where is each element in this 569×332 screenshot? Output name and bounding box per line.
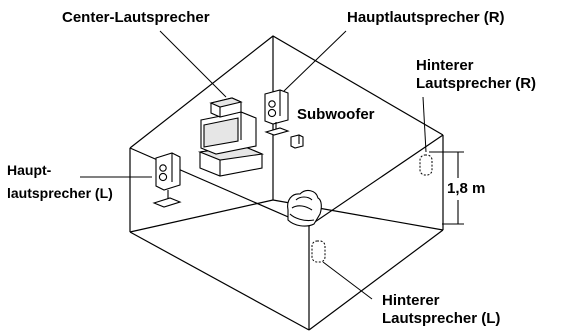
main-right-speaker-box	[264, 89, 289, 125]
label-main-left-line1: Haupt-	[7, 162, 52, 178]
label-rear-left: Hinterer Lautsprecher (L)	[382, 292, 500, 328]
label-height: 1,8 m	[447, 180, 485, 198]
label-subwoofer: Subwoofer	[297, 106, 375, 124]
label-center-speaker-text: Center-Lautsprecher	[62, 9, 210, 26]
tv-set	[197, 97, 265, 177]
armchair	[287, 189, 322, 227]
armchair-front	[289, 213, 315, 222]
height-dimension	[429, 151, 464, 225]
leader-main-right	[283, 30, 347, 92]
label-height-text: 1,8 m	[447, 180, 486, 197]
rear-left-speaker	[311, 240, 326, 263]
label-main-left: Haupt- lautsprecher (L)	[7, 162, 113, 202]
leader-rear-left	[322, 261, 373, 300]
label-rear-right: Hinterer Lautsprecher (R)	[416, 57, 536, 93]
room-floor-left-edge	[129, 231, 310, 331]
main-left-woofer	[158, 172, 168, 182]
armchair-back	[295, 196, 313, 201]
rear-right-speaker	[419, 154, 433, 176]
label-rear-right-line2: Lautsprecher (R)	[416, 75, 537, 92]
label-rear-right-line1: Hinterer	[416, 57, 474, 74]
main-left-stand-base	[152, 197, 182, 208]
main-right-speaker	[264, 89, 290, 136]
label-main-right-text: Hauptlautsprecher (R)	[347, 9, 505, 26]
leader-center	[159, 30, 227, 98]
main-right-tweeter	[268, 100, 276, 108]
leader-rear-right	[422, 96, 427, 153]
main-left-speaker	[152, 152, 182, 208]
leader-lines	[80, 30, 427, 300]
label-rear-left-line1: Hinterer	[382, 292, 440, 309]
center-speaker-top	[209, 97, 243, 108]
label-subwoofer-text: Subwoofer	[297, 106, 375, 123]
main-right-woofer	[267, 108, 277, 118]
armchair-seat	[291, 205, 313, 211]
room-floor-back-left	[129, 199, 274, 233]
main-left-speaker-box	[155, 152, 181, 191]
rear-right-speaker-outline	[419, 154, 433, 176]
tv-screen	[203, 117, 239, 148]
main-right-stand-base	[264, 127, 290, 136]
room-floor-right-edge	[308, 229, 444, 331]
rear-left-speaker-outline	[311, 240, 326, 263]
label-rear-left-line2: Lautsprecher (L)	[382, 310, 501, 327]
subwoofer-body	[290, 134, 304, 149]
subwoofer-box	[290, 134, 304, 149]
label-main-left-line2: lautsprecher (L)	[7, 185, 113, 201]
main-left-tweeter	[159, 164, 167, 172]
label-main-right: Hauptlautsprecher (R)	[347, 9, 505, 27]
room-top-back-edges	[129, 35, 444, 149]
label-center-speaker: Center-Lautsprecher	[62, 9, 210, 27]
